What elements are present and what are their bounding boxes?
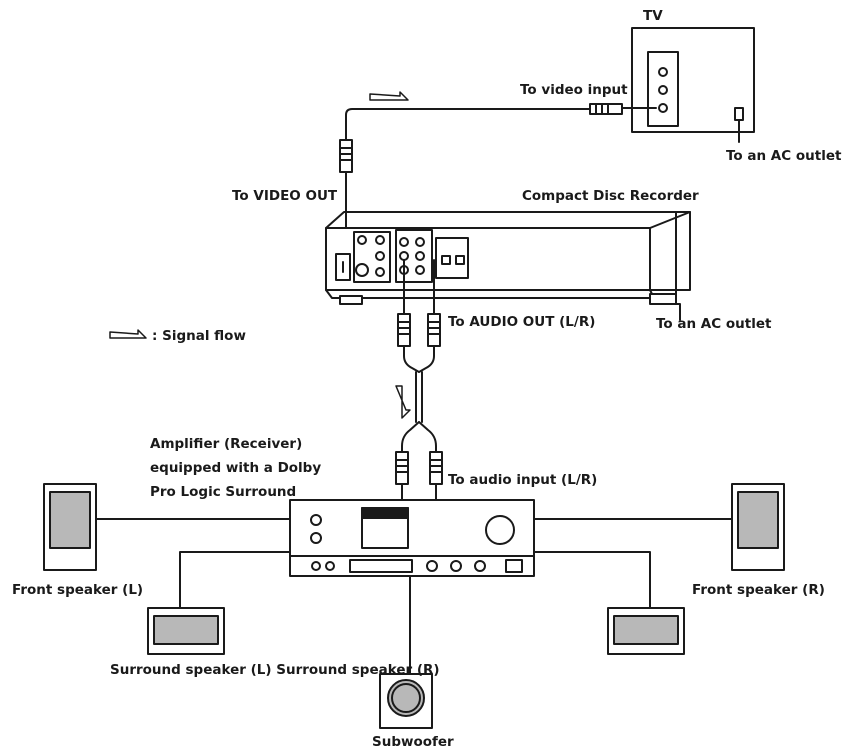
signal-flow-label: : Signal flow	[152, 328, 246, 344]
front-speaker-left	[43, 483, 97, 571]
to-audio-out-label: To AUDIO OUT (L/R)	[448, 314, 596, 330]
signal-flow-legend-arrow	[109, 329, 147, 339]
signal-arrow-video	[369, 91, 409, 101]
amplifier-label-line3: Pro Logic Surround	[150, 484, 297, 500]
to-audio-input-label: To audio input (L/R)	[448, 472, 598, 488]
surround-speaker-left	[147, 607, 225, 655]
to-video-input-label: To video input	[520, 82, 628, 98]
compact-disc-recorder-label: Compact Disc Recorder	[522, 188, 699, 204]
compact-disc-recorder	[325, 211, 691, 321]
front-speaker-left-label: Front speaker (L)	[12, 582, 144, 598]
tv-label: TV	[643, 8, 663, 24]
front-speaker-right-label: Front speaker (R)	[692, 582, 825, 598]
amplifier-label-line2: equipped with a Dolby	[150, 460, 322, 476]
subwoofer-label: Subwoofer	[372, 734, 454, 750]
surround-speaker-right	[607, 607, 685, 655]
video-cable	[339, 103, 623, 239]
signal-arrow-audio	[395, 385, 411, 419]
speaker-wires	[95, 518, 733, 675]
tv-device	[621, 27, 755, 143]
to-video-out-label: To VIDEO OUT	[232, 188, 338, 204]
surround-speakers-label: Surround speaker (L) Surround speaker (R…	[110, 662, 440, 678]
audio-cable	[395, 259, 443, 501]
to-ac-outlet-recorder-label: To an AC outlet	[656, 316, 772, 332]
to-ac-outlet-tv-label: To an AC outlet	[726, 148, 842, 164]
amplifier-receiver	[289, 499, 535, 577]
amplifier-label-line1: Amplifier (Receiver)	[150, 436, 303, 452]
front-speaker-right	[731, 483, 785, 571]
subwoofer	[379, 673, 433, 729]
